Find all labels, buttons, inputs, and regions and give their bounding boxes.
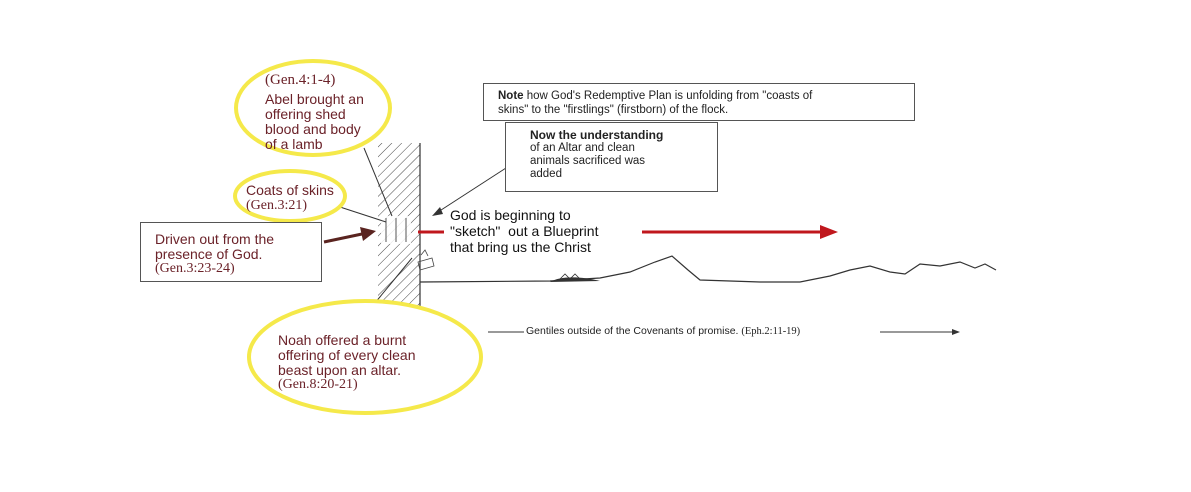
understanding-line-2: animals sacrificed was	[530, 155, 646, 167]
driven-arrowhead	[360, 227, 376, 241]
driven-ref: (Gen.3:23-24)	[155, 261, 235, 276]
pointer-coats	[339, 206, 387, 223]
pointer-understanding-head	[432, 207, 443, 216]
coats-bubble	[233, 169, 347, 223]
driven-line-2: presence of God.	[155, 246, 263, 262]
abel-bubble	[234, 59, 392, 157]
pointer-abel	[363, 147, 393, 217]
gentiles-arrowhead	[952, 329, 960, 335]
coats-title: Coats of skins	[246, 182, 334, 198]
horizon-line	[419, 255, 997, 283]
noah-line-2: offering of every clean	[278, 347, 416, 363]
coats-ref: (Gen.3:21)	[246, 198, 308, 213]
noah-ref: (Gen.8:20-21)	[278, 377, 358, 392]
abel-line-3: blood and body	[265, 121, 361, 137]
noah-bubble	[247, 299, 483, 415]
blueprint-arrowhead	[820, 225, 838, 239]
note-bold: Note	[498, 90, 524, 102]
pointer-understanding	[437, 167, 507, 213]
note-line-2: skins" to the "firstlings" (firstborn) o…	[498, 104, 729, 116]
driven-line-1: Driven out from the	[155, 231, 275, 247]
note-box: Note how God's Redemptive Plan is unfold…	[483, 83, 915, 121]
understanding-line-3: added	[530, 168, 562, 180]
noah-line-1: Noah offered a burnt	[278, 332, 407, 348]
abel-line-2: offering shed	[265, 106, 346, 122]
understanding-line-1: of an Altar and clean	[530, 142, 635, 154]
blueprint-line-2: "sketch" out a Blueprint	[450, 223, 599, 239]
abel-line-1: Abel brought an	[265, 91, 364, 107]
gentiles-ref: (Eph.2:11-19)	[741, 326, 801, 337]
hill-shadow	[550, 277, 600, 282]
abel-line-4: of a lamb	[265, 136, 323, 152]
understanding-box: Now the understanding of an Altar and cl…	[505, 122, 718, 192]
abel-ref: (Gen.4:1-4)	[265, 72, 336, 88]
note-line-1: Note how God's Redemptive Plan is unfold…	[498, 89, 812, 103]
blueprint-line-3: that bring us the Christ	[450, 239, 591, 255]
noah-line-3: beast upon an altar.	[278, 362, 401, 378]
note-rest-1: how God's Redemptive Plan is unfolding f…	[523, 90, 813, 102]
altar-sketch-icon	[417, 249, 435, 271]
driven-out-box: Driven out from the presence of God. (Ge…	[140, 222, 322, 282]
understanding-bold: Now the understanding	[530, 128, 664, 142]
driven-arrow-line	[323, 232, 363, 244]
gentiles-label: Gentiles outside of the Covenants of pro…	[526, 325, 800, 337]
blueprint-line-1: God is beginning to	[450, 207, 571, 223]
gentiles-text: Gentiles outside of the Covenants of pro…	[526, 325, 739, 337]
